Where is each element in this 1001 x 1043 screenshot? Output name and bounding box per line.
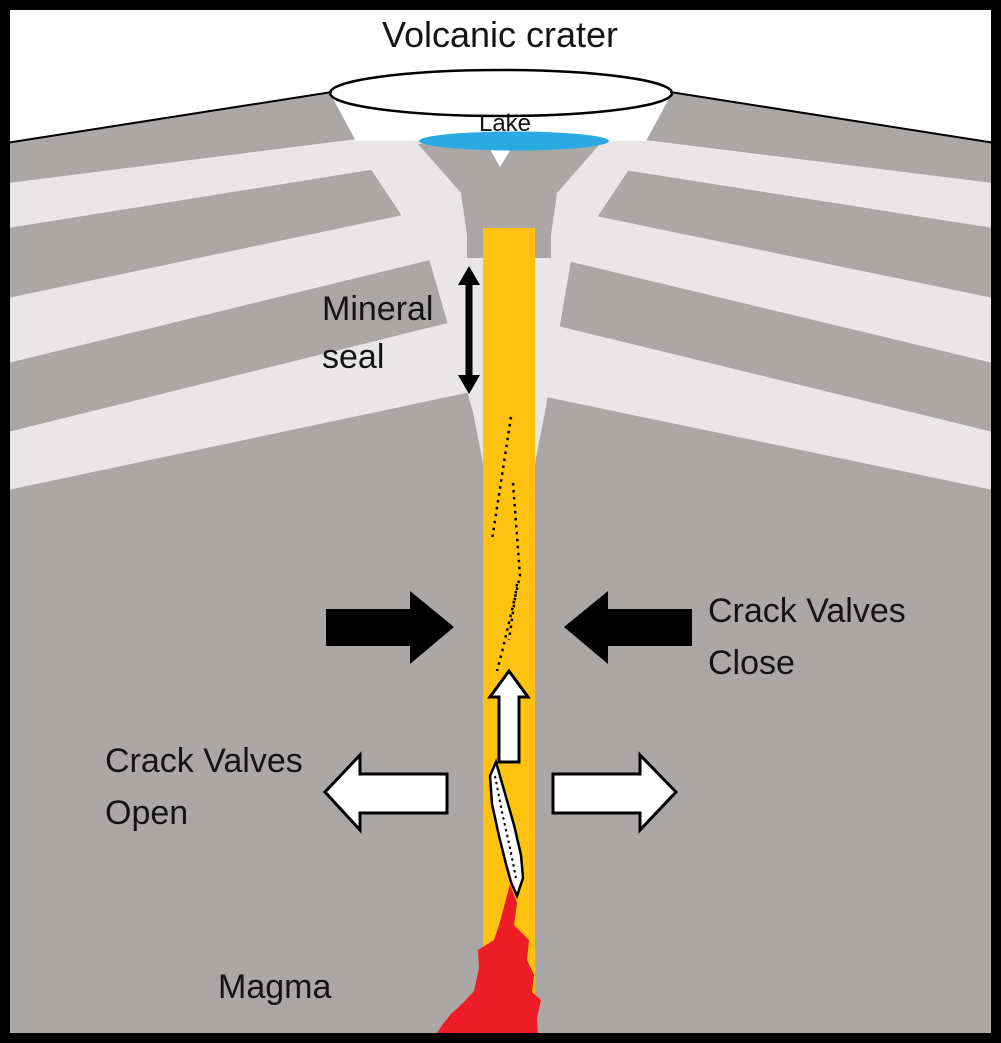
open-arrow-right-icon — [551, 751, 679, 834]
mineral-seal-extent-arrow-icon — [458, 266, 480, 394]
close-arrow-right-icon — [564, 591, 692, 664]
crack-valves-open-label-line1: Crack Valves — [105, 742, 303, 780]
rock-layer-left-3 — [8, 318, 471, 490]
mineral-seal-label-line2: seal — [322, 338, 384, 376]
crack-valves-close-label-line2: Close — [708, 644, 795, 682]
magma-up-arrow — [487, 668, 531, 764]
lake-label: Lake — [479, 110, 531, 137]
close-arrow-left-icon — [326, 591, 454, 664]
page-title: Volcanic crater — [382, 14, 618, 55]
crack-valves-close-label-line1: Crack Valves — [708, 592, 906, 630]
slope-line-left — [5, 91, 333, 144]
rock-layer-left-1 — [8, 128, 445, 228]
rock-layer-right-3 — [522, 318, 993, 490]
mineral-seal-label-line1: Mineral — [322, 290, 433, 328]
crater-lake — [419, 131, 609, 151]
rock-layer-right-2 — [530, 203, 993, 363]
crater-funnel — [418, 144, 600, 258]
magma-label: Magma — [218, 968, 331, 1006]
magma-body — [436, 884, 541, 1034]
crack-valves-open-label-line2: Open — [105, 794, 188, 832]
rock-layer-right-1 — [548, 128, 993, 228]
open-crack-dotted-line — [494, 775, 517, 879]
slope-line-right — [669, 91, 996, 144]
rock-layer-left-2 — [8, 203, 463, 363]
crack-closed-dotted-3 — [507, 583, 519, 641]
open-arrow-left-icon — [322, 751, 449, 834]
